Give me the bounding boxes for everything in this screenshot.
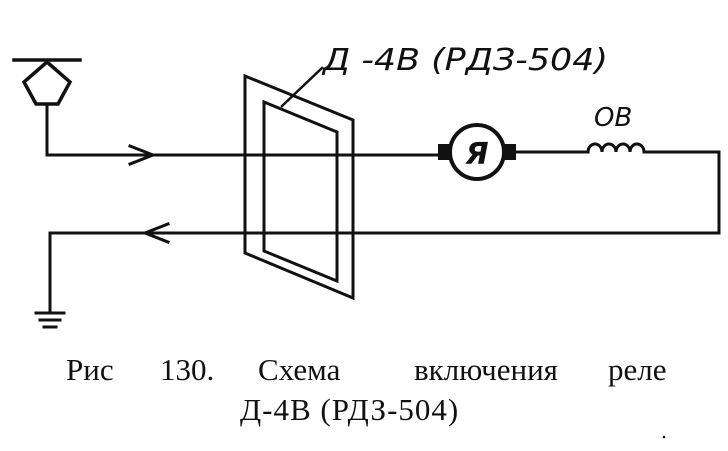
ground-icon bbox=[34, 311, 66, 329]
motor-label: Я bbox=[464, 137, 488, 172]
winding-coil bbox=[586, 142, 650, 154]
caption-word-2: включения bbox=[414, 352, 558, 387]
caption-word-1: Схема bbox=[258, 352, 341, 387]
relay-core-outer bbox=[243, 73, 355, 301]
motor-brush-right bbox=[504, 144, 516, 160]
caption-line-2: Д-4В (РДЗ-504) bbox=[0, 392, 728, 432]
arrow-left-icon bbox=[140, 222, 170, 244]
return-wire bbox=[48, 150, 721, 314]
motor-brush-left bbox=[438, 144, 450, 160]
caption-number: 130. bbox=[160, 352, 215, 387]
source-terminal bbox=[12, 58, 82, 106]
relay-core-inner bbox=[262, 99, 339, 284]
caption-line-1: Рис 130. Схема включения реле bbox=[0, 352, 728, 392]
caption-relay-name: Д-4В (РДЗ-504) bbox=[240, 392, 460, 427]
supply-wire bbox=[45, 102, 440, 157]
speck bbox=[662, 435, 666, 439]
caption-word-3: реле bbox=[608, 352, 667, 387]
winding-label: ОВ bbox=[594, 103, 632, 133]
relay-label: Д -4В (РДЗ-504) bbox=[321, 43, 608, 78]
arrow-right-icon bbox=[128, 144, 158, 166]
caption-fig: Рис bbox=[66, 352, 114, 387]
relay-leader-line bbox=[280, 66, 324, 108]
